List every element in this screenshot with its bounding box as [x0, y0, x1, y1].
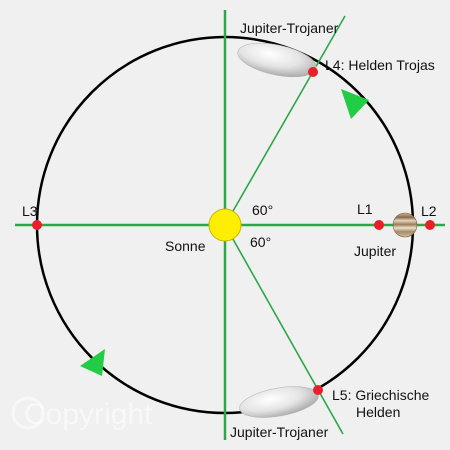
l2-label: L2 [421, 203, 437, 219]
jupiter-label: Jupiter [354, 243, 396, 259]
l3-label: L3 [22, 203, 38, 219]
orbit-direction-arrow-icon [80, 349, 105, 376]
l4-direction-line [224, 15, 346, 226]
trojans-bottom-label: Jupiter-Trojaner [230, 424, 329, 440]
trojan-cloud-bottom [239, 386, 319, 418]
watermark: Copyright [11, 396, 153, 431]
jupiter-planet-icon [392, 212, 418, 238]
l5-direction-line [224, 224, 344, 435]
sun-label: Sonne [165, 238, 206, 254]
l5-label-line2: Helden [356, 404, 400, 420]
l5-label-line1: L5: Griechische [332, 387, 429, 403]
lagrange-point-l5 [313, 385, 323, 395]
angle-upper-label: 60° [252, 202, 273, 218]
trojans-top-label: Jupiter-Trojaner [240, 20, 339, 36]
lagrange-point-l1 [374, 220, 384, 230]
lagrange-point-l3 [32, 220, 42, 230]
l1-label: L1 [357, 201, 373, 217]
sun-icon [208, 208, 242, 242]
lagrange-point-l4 [308, 67, 318, 77]
svg-text:Copyright: Copyright [24, 398, 153, 431]
angle-lower-label: 60° [250, 234, 271, 250]
l4-label: L4: Helden Trojas [325, 57, 435, 73]
lagrange-point-l2 [425, 220, 435, 230]
orbit-direction-arrow-icon [341, 89, 369, 119]
